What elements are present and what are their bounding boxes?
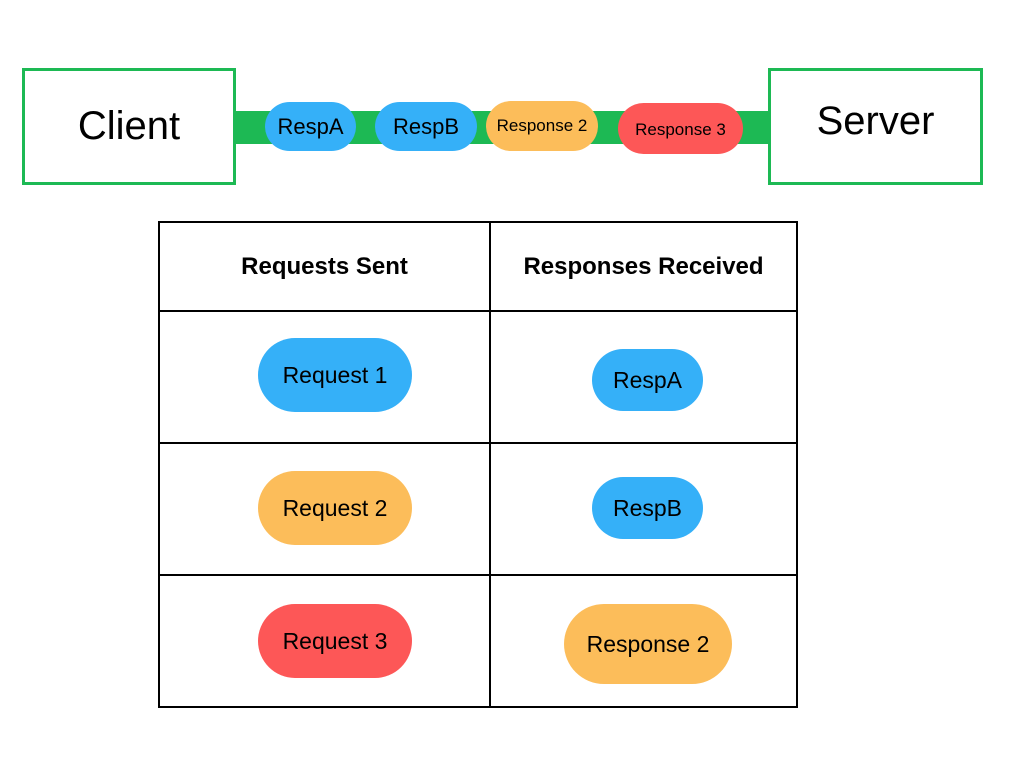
- server-label: Server: [816, 99, 935, 143]
- response-pill: RespA: [592, 349, 703, 411]
- in-flight-message: Response 3: [618, 103, 743, 154]
- server-node: Server: [768, 68, 983, 185]
- in-flight-message: RespA: [265, 102, 356, 151]
- request-label: Request 2: [282, 494, 388, 521]
- client-label: Client: [77, 104, 181, 148]
- table-row-divider: [158, 310, 798, 312]
- request-pill: Request 2: [258, 471, 412, 545]
- in-flight-message-label: Response 3: [635, 119, 726, 139]
- table-column-divider: [489, 221, 491, 708]
- request-pill: Request 1: [258, 338, 412, 412]
- response-pill: RespB: [592, 477, 703, 539]
- header-responses-received: Responses Received: [523, 252, 764, 280]
- in-flight-message: RespB: [375, 102, 477, 151]
- in-flight-message-label: RespA: [277, 113, 344, 139]
- table-row-divider: [158, 442, 798, 444]
- response-label: RespA: [612, 366, 683, 393]
- request-response-table: [158, 221, 798, 708]
- response-label: RespB: [612, 494, 683, 521]
- response-label: Response 2: [586, 630, 710, 657]
- client-node: Client: [22, 68, 236, 185]
- request-label: Request 1: [282, 361, 388, 388]
- request-pill: Request 3: [258, 604, 412, 678]
- table-row-divider: [158, 574, 798, 576]
- header-requests-sent: Requests Sent: [241, 252, 408, 280]
- in-flight-message-label: Response 2: [496, 116, 588, 135]
- request-label: Request 3: [282, 627, 388, 654]
- response-pill: Response 2: [564, 604, 732, 684]
- in-flight-message-label: RespB: [392, 113, 460, 139]
- in-flight-message: Response 2: [486, 101, 598, 151]
